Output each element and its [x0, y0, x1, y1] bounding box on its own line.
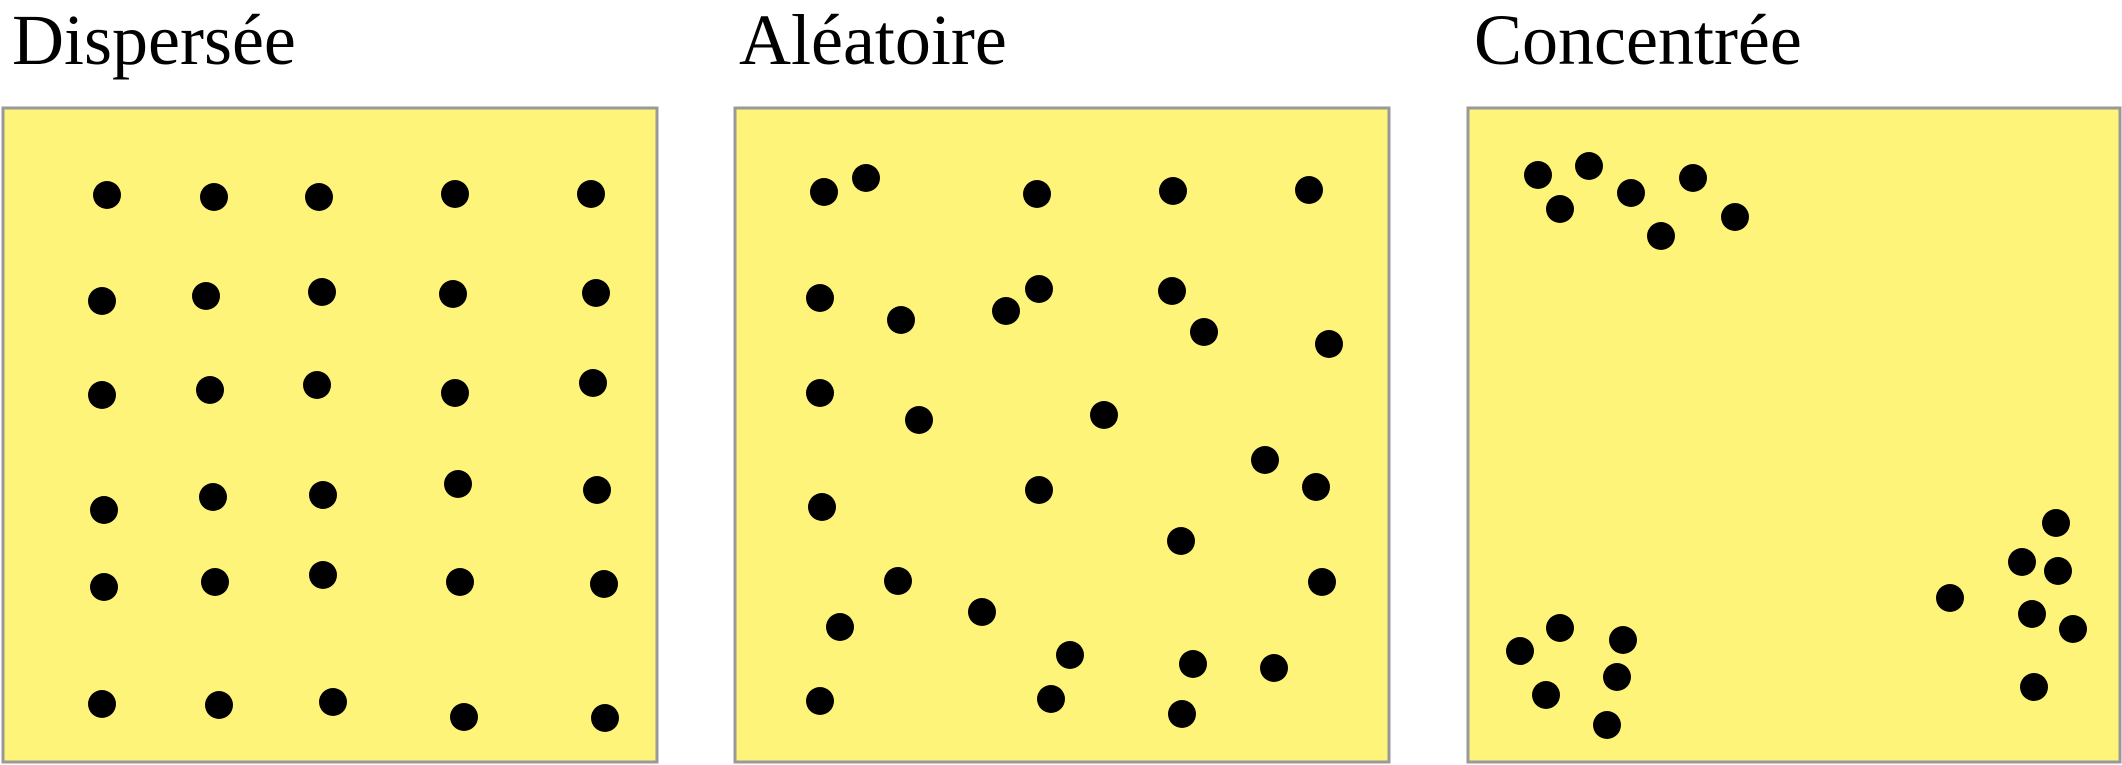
dot [88, 381, 116, 409]
dot [806, 379, 834, 407]
dot [88, 690, 116, 718]
dot [200, 183, 228, 211]
dot [1721, 203, 1749, 231]
dot [441, 379, 469, 407]
dot [1603, 663, 1631, 691]
dot [1179, 650, 1207, 678]
dot [1546, 195, 1574, 223]
dot [808, 493, 836, 521]
dot [2008, 548, 2036, 576]
panel-title-dispersed: Dispersée [12, 0, 296, 80]
dot [806, 687, 834, 715]
dot [2020, 673, 2048, 701]
dot [968, 598, 996, 626]
dot [1037, 685, 1065, 713]
dot [450, 703, 478, 731]
dot [826, 613, 854, 641]
dot [1936, 584, 1964, 612]
dot [1158, 277, 1186, 305]
dot [90, 496, 118, 524]
dot [1609, 626, 1637, 654]
dot [1308, 568, 1336, 596]
dot [93, 181, 121, 209]
dot [1546, 614, 1574, 642]
dot [1679, 164, 1707, 192]
dot [88, 287, 116, 315]
dot [1167, 527, 1195, 555]
dot [305, 183, 333, 211]
dot [446, 568, 474, 596]
dot [591, 704, 619, 732]
dot [1506, 637, 1534, 665]
dot [905, 406, 933, 434]
dot [992, 297, 1020, 325]
panel-concentrated [1466, 106, 2122, 764]
dot [439, 280, 467, 308]
dot [887, 306, 915, 334]
dot [1056, 641, 1084, 669]
dispersed-dots [88, 180, 619, 732]
dot [1260, 654, 1288, 682]
dot [1023, 180, 1051, 208]
dot [582, 279, 610, 307]
dot [1025, 275, 1053, 303]
dot [1190, 318, 1218, 346]
dot [2059, 615, 2087, 643]
dot [205, 691, 233, 719]
dot [1593, 711, 1621, 739]
dot [1025, 476, 1053, 504]
dot [199, 483, 227, 511]
dot [1159, 177, 1187, 205]
dot [579, 369, 607, 397]
panel-dispersed [1, 106, 659, 764]
dot [852, 164, 880, 192]
dot [1090, 401, 1118, 429]
dot [1532, 681, 1560, 709]
dot [577, 180, 605, 208]
dot [2018, 600, 2046, 628]
panel-title-random: Aléatoire [739, 0, 1007, 80]
dot [583, 476, 611, 504]
dot [303, 371, 331, 399]
panel-title-concentrated: Concentrée [1474, 0, 1802, 80]
dot [806, 284, 834, 312]
dot [196, 376, 224, 404]
dot [590, 570, 618, 598]
dot [441, 180, 469, 208]
dot [90, 573, 118, 601]
random-dots [806, 164, 1343, 728]
dot [309, 481, 337, 509]
dot [319, 688, 347, 716]
dot [1302, 473, 1330, 501]
dot [884, 567, 912, 595]
dot [1315, 330, 1343, 358]
dot [1575, 152, 1603, 180]
dot [309, 561, 337, 589]
dot [1168, 700, 1196, 728]
dot [1617, 179, 1645, 207]
dot [192, 282, 220, 310]
dot [810, 178, 838, 206]
dot [444, 470, 472, 498]
dot [1251, 446, 1279, 474]
dot [201, 568, 229, 596]
concentrated-dots [1506, 152, 2087, 739]
dot [1524, 161, 1552, 189]
dot [1647, 222, 1675, 250]
dot [1295, 176, 1323, 204]
dot [2042, 509, 2070, 537]
dot [2044, 557, 2072, 585]
dot [308, 278, 336, 306]
